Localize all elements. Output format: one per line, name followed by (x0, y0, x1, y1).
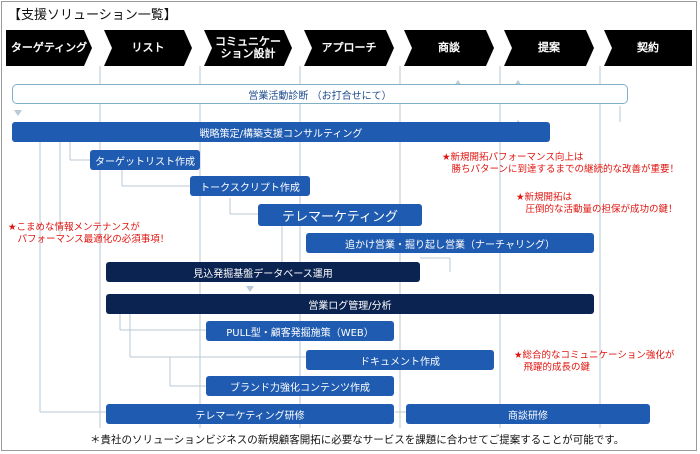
phase-label: 提案 (538, 41, 560, 54)
footer-note: ＊貴社のソリューションビジネスの新規顧客開拓に必要なサービスを課題に合わせてご提… (90, 434, 625, 446)
note-communication: ★総合的なコミュニケーション強化が 飛躍的成長の鍵 (514, 350, 675, 373)
talk-script-box: トークスクリプト作成 (190, 176, 310, 196)
sales-diagnosis-box: 営業活動診断 （お打合せにて） (12, 84, 628, 104)
phase-label: コミュニケー ション設計 (215, 35, 281, 60)
prospect-database-box: 見込発掘基盤データベース運用 (106, 262, 420, 282)
phase-label: ターゲティング (10, 41, 88, 54)
phase-approach: アプローチ (304, 30, 394, 66)
phase-targeting: ターゲティング (6, 30, 92, 66)
note-maintenance: ★こまめな情報メンテナンスが パフォーマンス最適化の必須事項！ (8, 222, 170, 245)
phase-list: リスト (104, 30, 192, 66)
page-title: 【支援ソリューション一覧】 (8, 8, 177, 23)
phase-negotiation: 商談 (404, 30, 494, 66)
pull-web-box: PULL型・顧客発掘施策（WEB） (206, 321, 394, 341)
brand-content-box: ブランド力強化コンテンツ作成 (206, 376, 394, 396)
phase-proposal: 提案 (504, 30, 594, 66)
phase-label: 契約 (637, 41, 659, 54)
phase-label: 商談 (438, 41, 460, 54)
telemarketing-training-box: テレマーケティング研修 (106, 404, 394, 424)
phase-contract: 契約 (604, 30, 692, 66)
phase-label: アプローチ (321, 41, 377, 54)
telemarketing-box: テレマーケティング (258, 204, 422, 226)
note-new-development-activity: ★新規開拓は 圧倒的な活動量の担保が成功の鍵！ (516, 192, 678, 215)
strategy-consulting-box: 戦略策定/構築支援コンサルティング (12, 122, 550, 142)
phase-label: リスト (131, 41, 165, 54)
note-new-development-performance: ★新規開拓パフォーマンス向上は 勝ちパターンに到達するまでの継続的な改善が重要！ (442, 152, 680, 175)
target-list-box: ターゲットリスト作成 (90, 150, 200, 170)
sales-log-box: 営業ログ管理/分析 (106, 294, 594, 314)
document-box: ドキュメント作成 (306, 350, 494, 370)
phase-communication-design: コミュニケー ション設計 (204, 30, 292, 66)
negotiation-training-box: 商談研修 (406, 404, 650, 424)
follow-up-sales-box: 追かけ営業・掘り起し営業（ナーチャリング） (306, 233, 594, 253)
